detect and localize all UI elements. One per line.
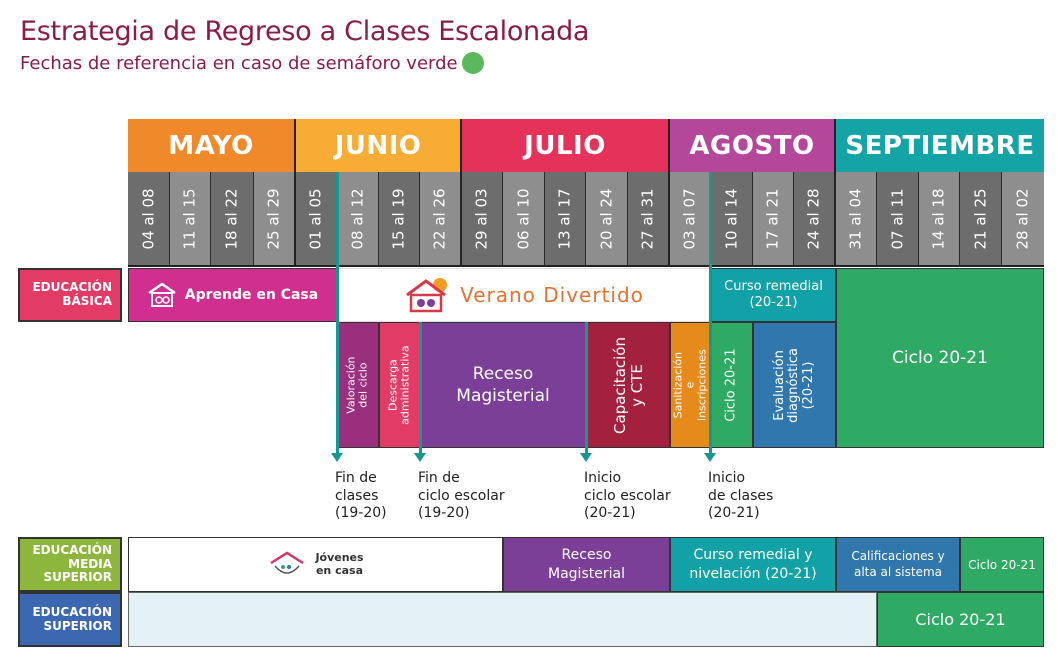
month-septiembre: SEPTIEMBRE xyxy=(836,119,1044,172)
ciclo-media-block: Ciclo 20-21 xyxy=(960,537,1044,592)
week-col: 20 al 24 xyxy=(586,172,628,267)
milestone-fin-clases: Fin de clases (19-20) xyxy=(335,470,387,521)
valoracion-label: Valoración del ciclo xyxy=(344,356,370,414)
calificaciones-block: Calificaciones y alta al sistema xyxy=(836,537,960,592)
week-col: 03 al 07 xyxy=(670,172,711,267)
week-col: 29 al 03 xyxy=(462,172,503,267)
jovenes-label: Jóvenes en casa xyxy=(315,551,364,577)
house-sun-icon xyxy=(406,278,448,313)
superior-empty-block xyxy=(128,592,877,647)
house-icon xyxy=(148,282,176,307)
capacitacion-label: Capacitación y CTE xyxy=(610,336,646,434)
week-col: 17 al 21 xyxy=(753,172,794,267)
descarga-block: Descarga administrativa xyxy=(379,322,420,448)
curso-remedial-block: Curso remedial (20-21) xyxy=(711,268,836,322)
ciclo-superior-block: Ciclo 20-21 xyxy=(877,592,1044,647)
receso-basica-block: Receso Magisterial xyxy=(420,322,586,448)
sanitizacion-block: Sanitización e inscripciones xyxy=(670,322,711,448)
week-col: 21 al 25 xyxy=(960,172,1002,267)
marker-inicio-clases xyxy=(709,172,712,454)
week-col: 04 al 08 xyxy=(128,172,170,267)
milestone-inicio-ciclo: Inicio ciclo escolar (20-21) xyxy=(584,470,671,521)
marker-inicio-ciclo xyxy=(585,322,588,454)
week-col: 01 al 05 xyxy=(296,172,337,267)
week-col: 14 al 18 xyxy=(919,172,960,267)
week-col: 18 al 22 xyxy=(211,172,254,267)
ciclo-basica-block: Ciclo 20-21 xyxy=(836,268,1044,448)
ciclo-small-label: Ciclo 20-21 xyxy=(723,348,739,422)
verano-divertido-block: Verano Divertido xyxy=(337,268,711,322)
week-col: 28 al 02 xyxy=(1002,172,1044,267)
jovenes-en-casa-block: Jóvenes en casa xyxy=(128,537,503,592)
week-col: 07 al 11 xyxy=(877,172,919,267)
week-col: 11 al 15 xyxy=(170,172,211,267)
row-label-superior: EDUCACIÓN SUPERIOR xyxy=(18,592,122,647)
month-mayo: MAYO xyxy=(128,119,296,172)
ciclo-small-block: Ciclo 20-21 xyxy=(711,322,753,448)
aprende-en-casa-block: Aprende en Casa xyxy=(128,268,337,322)
row-label-basica: EDUCACIÓN BÁSICA xyxy=(18,268,122,322)
week-col: 25 al 29 xyxy=(254,172,296,267)
week-col: 22 al 26 xyxy=(420,172,462,267)
capacitacion-block: Capacitación y CTE xyxy=(586,322,670,448)
month-julio: JULIO xyxy=(462,119,670,172)
arrow-down-icon xyxy=(414,453,426,462)
sanitizacion-label: Sanitización e inscripciones xyxy=(671,349,709,421)
curso-nivelacion-block: Curso remedial y nivelación (20-21) xyxy=(670,537,836,592)
green-light-icon xyxy=(461,52,484,74)
week-col: 06 al 10 xyxy=(503,172,545,267)
week-col: 13 al 17 xyxy=(545,172,586,267)
receso-media-block: Receso Magisterial xyxy=(503,537,670,592)
house-icon xyxy=(269,551,304,574)
month-agosto: AGOSTO xyxy=(670,119,836,172)
marker-fin-clases xyxy=(336,172,339,454)
week-col: 31 al 04 xyxy=(836,172,877,267)
week-col: 24 al 28 xyxy=(794,172,836,267)
week-col: 15 al 19 xyxy=(379,172,420,267)
page-title: Estrategia de Regreso a Clases Escalonad… xyxy=(20,16,590,47)
evaluacion-label: Evaluación diagnóstica (20-21) xyxy=(772,347,816,423)
arrow-down-icon xyxy=(704,453,716,462)
marker-fin-ciclo xyxy=(419,322,422,454)
milestone-fin-ciclo: Fin de ciclo escolar (19-20) xyxy=(418,470,505,521)
aprende-label: Aprende en Casa xyxy=(184,287,319,303)
arrow-down-icon xyxy=(580,453,592,462)
month-junio: JUNIO xyxy=(296,119,462,172)
week-col: 08 al 12 xyxy=(337,172,379,267)
milestone-inicio-clases: Inicio de clases (20-21) xyxy=(708,470,774,521)
week-col: 10 al 14 xyxy=(711,172,753,267)
valoracion-block: Valoración del ciclo xyxy=(337,322,379,448)
page-subtitle: Fechas de referencia en caso de semáforo… xyxy=(20,52,484,74)
evaluacion-block: Evaluación diagnóstica (20-21) xyxy=(753,322,836,448)
week-col: 27 al 31 xyxy=(628,172,670,267)
verano-label: Verano Divertido xyxy=(460,283,644,307)
subtitle-text: Fechas de referencia en caso de semáforo… xyxy=(20,52,458,74)
descarga-label: Descarga administrativa xyxy=(386,345,412,425)
row-label-media-superior: EDUCACIÓN MEDIA SUPERIOR xyxy=(18,537,122,592)
arrow-down-icon xyxy=(331,453,343,462)
